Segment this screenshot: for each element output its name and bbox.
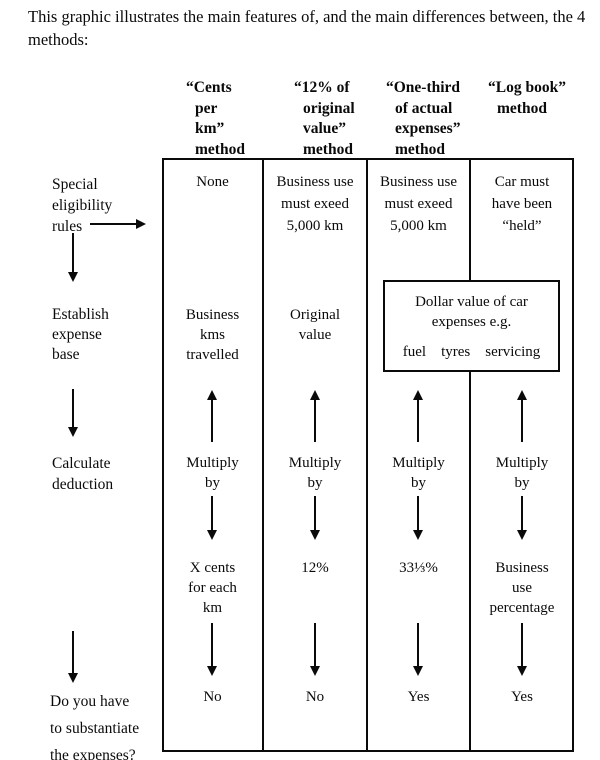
expense-base-cell: Business kms travelled: [185, 307, 240, 363]
up-arrow-icon: [207, 390, 217, 442]
down-arrow-icon: [413, 623, 423, 676]
row-label-expense-base: Establish expense base: [52, 306, 109, 363]
down-arrow-icon: [310, 496, 320, 540]
column-divider: [469, 158, 471, 752]
column-divider: [262, 158, 264, 752]
eligibility-cell: None: [196, 174, 229, 190]
substantiate-cell: Yes: [407, 689, 430, 705]
eligibility-cell: Business use must exeed 5,000 km: [379, 174, 458, 234]
expense-box-items: fuel tyres servicing: [385, 344, 558, 361]
column-divider: [366, 158, 368, 752]
expense-item: tyres: [441, 344, 471, 360]
down-arrow-icon: [68, 389, 78, 437]
down-arrow-icon: [68, 631, 78, 683]
row-label-calculate-deduction: Calculate deduction: [52, 455, 114, 493]
column-header-one-third: “One-third of actual expenses” method: [386, 79, 461, 158]
down-arrow-icon: [207, 496, 217, 540]
rate-cell: Business use percentage: [489, 560, 555, 616]
rate-cell: 33⅓%: [399, 560, 438, 576]
multiply-cell: Multiply by: [288, 455, 342, 491]
comparison-table-frame: [162, 158, 574, 752]
down-arrow-icon: [517, 623, 527, 676]
row-label-substantiate: Do you have to substantiate the expenses…: [50, 693, 140, 760]
multiply-cell: Multiply by: [392, 455, 445, 491]
shared-expense-box: Dollar value of car expenses e.g. fuel t…: [383, 280, 560, 372]
rate-cell: X cents for each km: [188, 560, 237, 616]
rate-cell: 12%: [301, 560, 329, 576]
intro-text: This graphic illustrates the main featur…: [28, 7, 586, 49]
expense-item: servicing: [485, 344, 541, 360]
down-arrow-icon: [207, 623, 217, 676]
substantiate-cell: No: [203, 689, 222, 705]
eligibility-cell: Car must have been “held”: [491, 174, 553, 234]
column-header-12-percent: “12% of original value” method: [294, 79, 355, 158]
expense-base-cell: Original value: [290, 307, 340, 343]
substantiate-cell: Yes: [511, 689, 533, 705]
column-header-log-book: “Log book” method: [488, 79, 566, 117]
right-arrow-icon: [90, 219, 146, 229]
up-arrow-icon: [517, 390, 527, 442]
column-header-cents-per-km: “Cents per km” method: [186, 79, 245, 158]
multiply-cell: Multiply by: [495, 455, 549, 491]
substantiate-cell: No: [305, 689, 325, 705]
expense-item: fuel: [402, 344, 427, 360]
row-label-eligibility: Special eligibility rules: [52, 176, 113, 235]
multiply-cell: Multiply by: [186, 455, 239, 491]
eligibility-cell: Business use must exeed 5,000 km: [276, 174, 354, 234]
down-arrow-icon: [517, 496, 527, 540]
down-arrow-icon: [413, 496, 423, 540]
down-arrow-icon: [310, 623, 320, 676]
up-arrow-icon: [310, 390, 320, 442]
down-arrow-icon: [68, 233, 78, 282]
up-arrow-icon: [413, 390, 423, 442]
expense-box-title: Dollar value of car expenses e.g.: [415, 294, 528, 330]
